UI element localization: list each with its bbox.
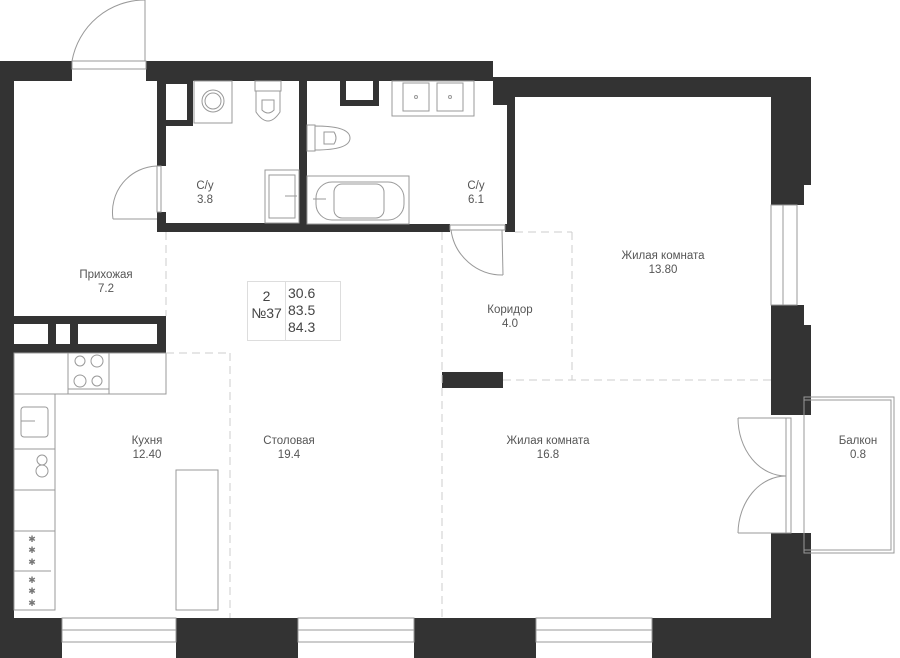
room-area: 6.1 bbox=[468, 194, 484, 206]
wall bbox=[299, 81, 307, 232]
apartment-number: №37 bbox=[251, 305, 282, 321]
wall bbox=[771, 77, 811, 185]
room-area: 3.8 bbox=[197, 194, 213, 206]
total-area: 83.5 bbox=[288, 302, 316, 318]
wall bbox=[0, 61, 14, 658]
wall bbox=[157, 81, 193, 84]
room-name: Кухня bbox=[131, 435, 163, 447]
room-label-dining: Столовая 19.4 bbox=[263, 434, 314, 462]
wall bbox=[652, 618, 712, 658]
total-area-with-balcony: 84.3 bbox=[288, 319, 316, 335]
living-area: 30.6 bbox=[288, 285, 316, 301]
svg-text:✱: ✱ bbox=[28, 586, 36, 596]
room-name: Коридор bbox=[487, 304, 533, 316]
info-areas: 30.6 83.5 84.3 bbox=[288, 282, 340, 336]
room-label-bathroom-1: С/у 3.8 bbox=[196, 179, 213, 207]
rooms-count: 2 bbox=[262, 288, 271, 304]
wall bbox=[0, 61, 72, 81]
svg-text:✱: ✱ bbox=[28, 545, 36, 555]
wall bbox=[146, 61, 493, 81]
windows bbox=[61, 204, 798, 643]
wall bbox=[771, 305, 804, 325]
svg-text:✱: ✱ bbox=[28, 598, 36, 608]
wall bbox=[493, 81, 515, 105]
room-area: 16.8 bbox=[536, 449, 560, 461]
room-label-balcony: Балкон 0.8 bbox=[839, 434, 878, 462]
room-name: Жилая комната bbox=[506, 435, 590, 447]
wall bbox=[0, 618, 62, 658]
wall bbox=[157, 223, 307, 232]
room-area: 4.0 bbox=[501, 318, 518, 330]
room-area: 7.2 bbox=[97, 283, 114, 295]
wall bbox=[771, 185, 804, 205]
room-label-bathroom-2: С/у 6.1 bbox=[467, 179, 484, 207]
washing-machine-icon bbox=[193, 80, 233, 124]
svg-text:✱: ✱ bbox=[28, 557, 36, 567]
apartment-info: 2 №37 30.6 83.5 84.3 bbox=[247, 281, 341, 341]
room-name: С/у bbox=[196, 180, 214, 192]
double-sink-icon bbox=[391, 80, 475, 117]
wall bbox=[157, 212, 166, 232]
svg-text:✱: ✱ bbox=[28, 575, 36, 585]
room-name: Жилая комната bbox=[621, 250, 705, 262]
wall bbox=[771, 325, 811, 415]
wall bbox=[307, 224, 450, 232]
svg-text:✱: ✱ bbox=[28, 534, 36, 544]
kitchen-counter bbox=[13, 393, 56, 611]
room-label-living-room: Жилая комната 16.8 bbox=[506, 434, 589, 462]
dishwasher-icon bbox=[36, 454, 48, 466]
wall bbox=[507, 97, 515, 232]
fixtures bbox=[13, 80, 895, 611]
room-area: 19.4 bbox=[277, 449, 301, 461]
wall bbox=[493, 77, 811, 97]
bathtub-icon bbox=[306, 175, 410, 225]
room-label-kitchen: Кухня 12.40 bbox=[132, 434, 163, 462]
sink-icon bbox=[20, 406, 49, 438]
wall bbox=[157, 120, 193, 126]
wall bbox=[414, 618, 536, 658]
wall bbox=[176, 618, 298, 658]
room-name: Балкон bbox=[838, 435, 878, 447]
wall bbox=[187, 81, 193, 126]
room-label-corridor: Коридор 4.0 bbox=[487, 303, 532, 331]
sink-icon bbox=[264, 169, 300, 224]
wall bbox=[442, 372, 503, 388]
entrance-door bbox=[71, 0, 147, 70]
room-label-bedroom: Жилая комната 13.80 bbox=[621, 249, 704, 277]
oven-icon: ✱✱✱ ✱✱✱ bbox=[28, 534, 36, 608]
bathroom-door bbox=[449, 224, 506, 276]
room-name: Прихожая bbox=[79, 269, 133, 281]
room-area: 13.80 bbox=[648, 264, 678, 276]
balcony-door bbox=[737, 417, 792, 534]
room-area: 12.40 bbox=[132, 449, 162, 461]
column bbox=[175, 469, 219, 611]
info-left: 2 №37 bbox=[248, 282, 286, 340]
bathroom-door bbox=[111, 165, 162, 220]
toilet-icon bbox=[314, 125, 351, 151]
balcony bbox=[803, 396, 895, 554]
kitchen-counter bbox=[13, 352, 167, 395]
toilet-icon bbox=[255, 91, 281, 122]
room-name: Столовая bbox=[263, 435, 315, 447]
room-area: 0.8 bbox=[850, 449, 866, 461]
room-name: С/у bbox=[467, 180, 485, 192]
window bbox=[770, 204, 798, 306]
wall bbox=[700, 618, 811, 658]
walls bbox=[0, 61, 811, 658]
zone-lines bbox=[165, 231, 771, 618]
room-label-hallway: Прихожая 7.2 bbox=[79, 268, 132, 296]
